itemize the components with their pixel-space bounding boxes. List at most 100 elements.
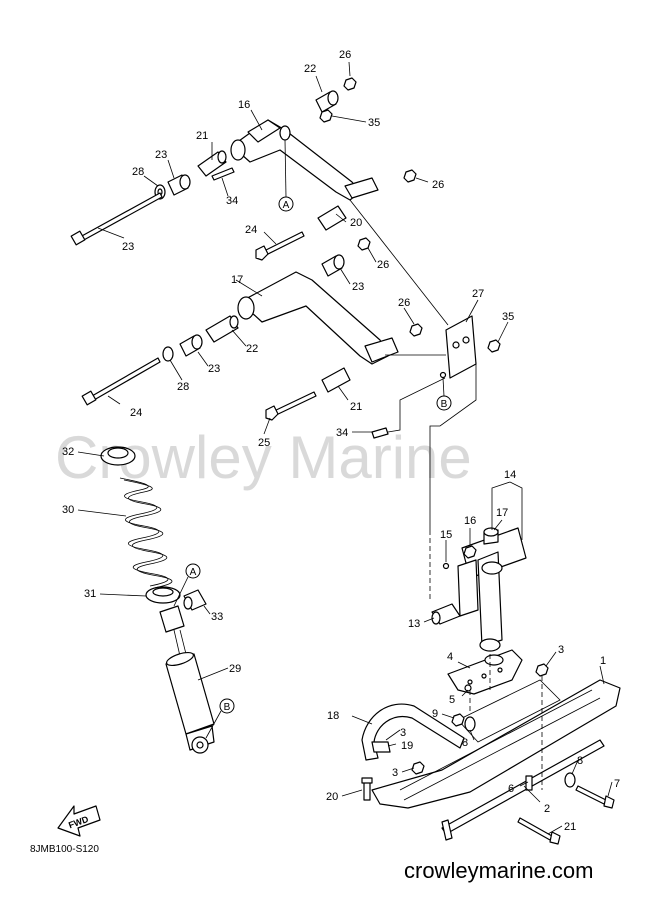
runner-2	[441, 739, 605, 841]
label-27: 27	[472, 288, 484, 300]
fwd-arrow: FWD	[57, 805, 101, 837]
label-26: 26	[398, 297, 410, 309]
label-29: 29	[229, 663, 241, 675]
nut-26-lower	[409, 323, 423, 337]
label-22: 21	[196, 130, 208, 142]
bolt-17	[361, 777, 373, 801]
label-23: 23	[155, 149, 167, 161]
label-3: 3	[400, 727, 406, 739]
label-26: 26	[339, 49, 351, 61]
label-12: 15	[440, 529, 452, 541]
handle-15	[361, 703, 465, 761]
label-4: 4	[447, 651, 453, 663]
label-35: 35	[368, 117, 380, 129]
washer-8-right	[564, 772, 576, 788]
spring-seat-31	[145, 586, 181, 604]
label-9: 9	[432, 708, 438, 720]
label-30: 30	[62, 504, 74, 516]
label-25: 25	[258, 437, 270, 449]
bolt-25-lower	[265, 391, 317, 421]
collar-33	[183, 589, 207, 611]
bolt-24-lower	[81, 357, 161, 406]
label-20: 17	[231, 274, 243, 286]
collar-23-mid	[321, 254, 345, 277]
label-8: 8	[462, 737, 468, 749]
label-11: 14	[504, 469, 516, 481]
clip-16	[371, 741, 391, 753]
grease-nipple-14	[483, 527, 499, 545]
ref-circle-a-shock	[185, 563, 201, 579]
label-26: 26	[432, 179, 444, 191]
ref-circle-b-shock	[219, 698, 235, 714]
label-15: 18	[327, 710, 339, 722]
bolt-5	[464, 684, 472, 692]
label-33: 33	[211, 611, 223, 623]
label-35: 35	[502, 311, 514, 323]
site-url: crowleymarine.com	[404, 858, 594, 883]
collar-23-upper-right	[315, 90, 339, 113]
label-21: 21	[350, 401, 362, 413]
bolt-34-upper	[211, 167, 235, 181]
label-32: 32	[62, 446, 74, 458]
leader-lines	[77, 61, 613, 835]
label-3: 3	[558, 644, 564, 656]
nut-26-top	[343, 77, 357, 91]
bushing-22-lower	[205, 315, 239, 343]
label-34: 34	[336, 427, 348, 439]
nut-35-lower	[487, 339, 501, 353]
part-labels: 26 22 16 35 21 23 28 34 26 23 24 20 26 1…	[62, 49, 620, 833]
label-28: 28	[177, 381, 189, 393]
label-5: 5	[449, 694, 455, 706]
shock-body-29	[159, 605, 215, 754]
reference-markers: A A B B	[173, 139, 452, 739]
washer-28-lower	[162, 346, 174, 362]
bolt-18	[517, 817, 561, 845]
bracket-27	[439, 315, 477, 379]
nut-13	[463, 545, 477, 559]
ski-1	[371, 679, 621, 809]
bushing-21-upper	[317, 205, 347, 231]
label-19: 16	[238, 99, 250, 111]
label-21: 20	[350, 217, 362, 229]
guide-lines-upper	[349, 199, 477, 600]
label-8: 8	[577, 755, 583, 767]
bolt-24-upper	[70, 192, 163, 246]
upper-a-arm	[230, 119, 379, 201]
label-23: 23	[352, 281, 364, 293]
bolt-25-upper	[255, 231, 305, 261]
label-23: 23	[208, 363, 220, 375]
label-2: 2	[544, 803, 550, 815]
label-25: 24	[245, 224, 257, 236]
nut-3-top	[535, 663, 549, 677]
label-22: 22	[246, 343, 258, 355]
label-10: 13	[408, 618, 420, 630]
label-26: 26	[377, 259, 389, 271]
label-24: 24	[130, 407, 142, 419]
label-16: 19	[401, 740, 413, 752]
label-17: 20	[326, 791, 338, 803]
bolt-7	[575, 785, 615, 809]
bushing-10	[431, 603, 461, 625]
bushing-22-upper	[197, 150, 227, 177]
nut-3-bottom	[411, 761, 425, 775]
washer-8-left	[464, 716, 476, 732]
ski-stanchion-4	[447, 649, 523, 695]
label-34: 34	[226, 195, 238, 207]
label-23: 22	[304, 63, 316, 75]
label-7: 7	[614, 778, 620, 790]
label-18: 21	[564, 821, 576, 833]
collar-23-lower	[179, 334, 203, 357]
diagram-code: 8JMB100-S120	[30, 844, 99, 855]
ref-b-shock: B	[224, 702, 231, 713]
bushing-21-lower	[321, 367, 351, 393]
label-31: 31	[84, 588, 96, 600]
bolt-12	[442, 562, 450, 570]
guide-lines-lower	[469, 654, 543, 790]
label-24: 23	[122, 241, 134, 253]
bolt-34-lower	[371, 427, 389, 439]
label-28: 28	[132, 166, 144, 178]
label-14: 17	[496, 507, 508, 519]
spring-seat-32	[100, 446, 136, 466]
spring-30	[119, 477, 173, 589]
